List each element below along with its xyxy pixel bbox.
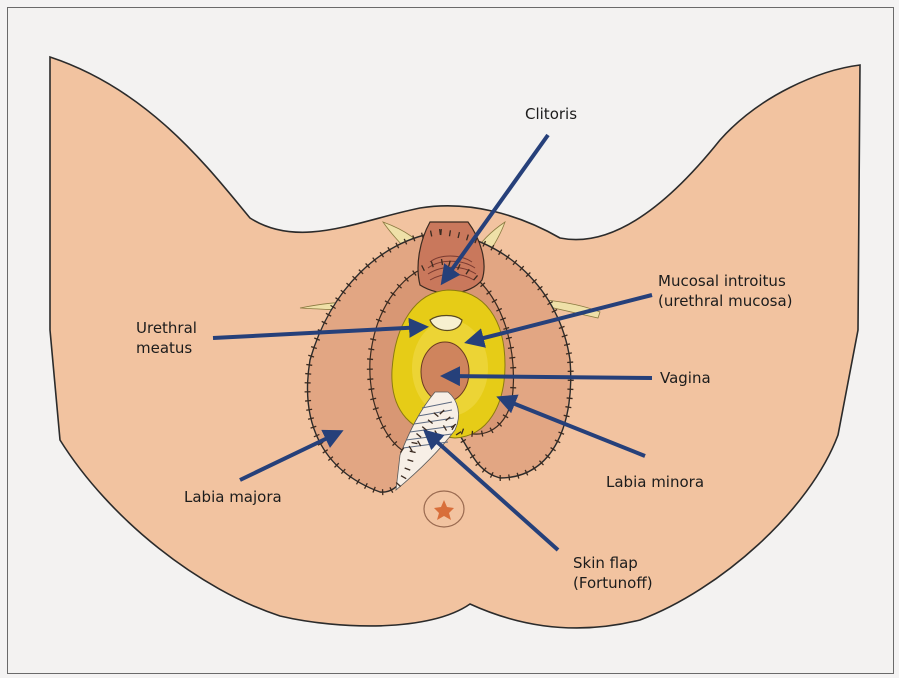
clitoral-hood: [418, 222, 484, 293]
label-vagina: Vagina: [660, 368, 711, 388]
suture-tick: [509, 357, 515, 358]
suture-tick: [472, 431, 473, 437]
suture-tick: [306, 364, 312, 365]
suture-tick: [509, 397, 515, 398]
suture-tick: [567, 398, 573, 399]
label-labia-majora: Labia majora: [184, 487, 282, 507]
suture-tick: [368, 389, 374, 390]
label-clitoris: Clitoris: [525, 104, 577, 124]
suture-tick: [368, 349, 374, 350]
suture-tick: [441, 229, 442, 235]
label-mucosal-introitus: Mucosal introitus (urethral mucosa): [658, 271, 793, 311]
suture-tick: [305, 401, 311, 402]
suture-tick: [305, 374, 311, 375]
suture-tick: [509, 474, 510, 480]
label-labia-minora: Labia minora: [606, 472, 704, 492]
suture-tick: [367, 359, 373, 360]
label-skin-flap: Skin flap (Fortunoff): [573, 553, 653, 593]
label-urethral-meatus: Urethral meatus: [136, 318, 197, 358]
arrow-vagina: [444, 376, 652, 378]
